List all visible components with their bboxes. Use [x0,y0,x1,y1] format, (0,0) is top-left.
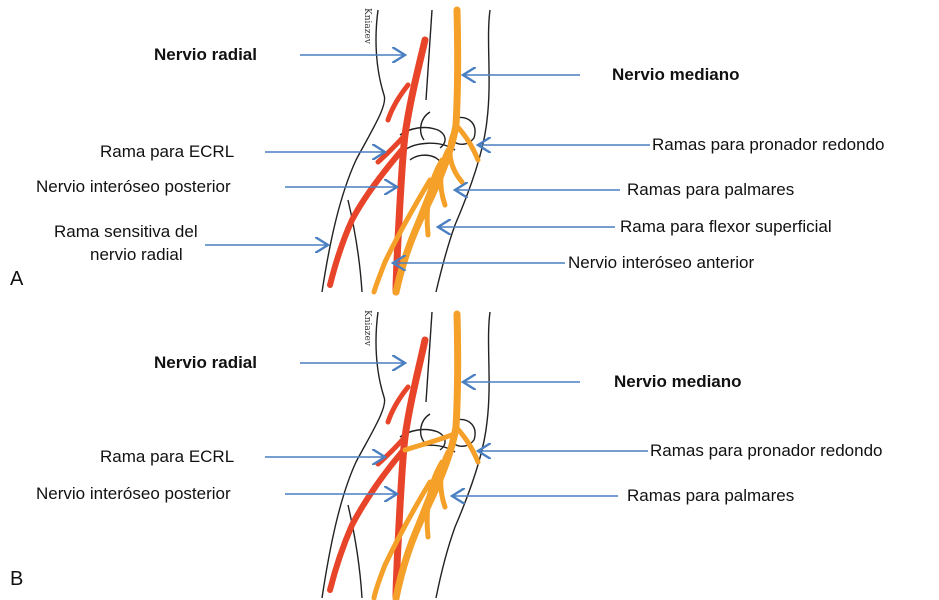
label-ramas-pronador: Ramas para pronador redondo [652,135,885,154]
arm-illustration-b [265,310,648,600]
label-rama-ecrl: Rama para ECRL [100,142,235,161]
label-ramas-palmares: Ramas para palmares [627,180,795,199]
arm-outline [321,9,491,293]
panel-a: Kniazev Nervio radial Nervio mediano Ram… [10,6,885,296]
panel-letter-b: B [10,568,24,590]
label-arrows-b [265,363,648,496]
label-nervio-interoseo-posterior: Nervio interóseo posterior [36,177,231,196]
label-rama-ecrl: Rama para ECRL [100,447,235,466]
label-rama-flexor-superficial: Rama para flexor superficial [620,217,832,236]
label-nervio-mediano: Nervio mediano [612,65,740,84]
label-nervio-radial: Nervio radial [154,353,257,372]
label-nervio-mediano: Nervio mediano [614,372,742,391]
panel-b: Kniazev Nervio radial Nervio mediano Ram… [0,300,939,600]
artist-signature: Kniazev [362,310,372,346]
label-arrows-a [205,55,650,263]
panel-letter-a: A [10,268,24,290]
label-nervio-radial: Nervio radial [154,45,257,64]
label-rama-sensitiva-line2: nervio radial [90,245,183,264]
radial-nerve-a [327,36,429,296]
median-nerve-a [371,6,481,296]
median-nerve-b [371,310,481,600]
label-nervio-interoseo-anterior: Nervio interóseo anterior [568,253,755,272]
arm-illustration-a [205,6,650,296]
label-ramas-palmares: Ramas para palmares [627,486,795,505]
label-ramas-pronador: Ramas para pronador redondo [650,441,883,460]
artist-signature: Kniazev [362,8,372,44]
label-nervio-interoseo-posterior: Nervio interóseo posterior [36,484,231,503]
label-rama-sensitiva-line1: Rama sensitiva del [54,222,198,241]
radial-nerve-b [327,336,429,600]
